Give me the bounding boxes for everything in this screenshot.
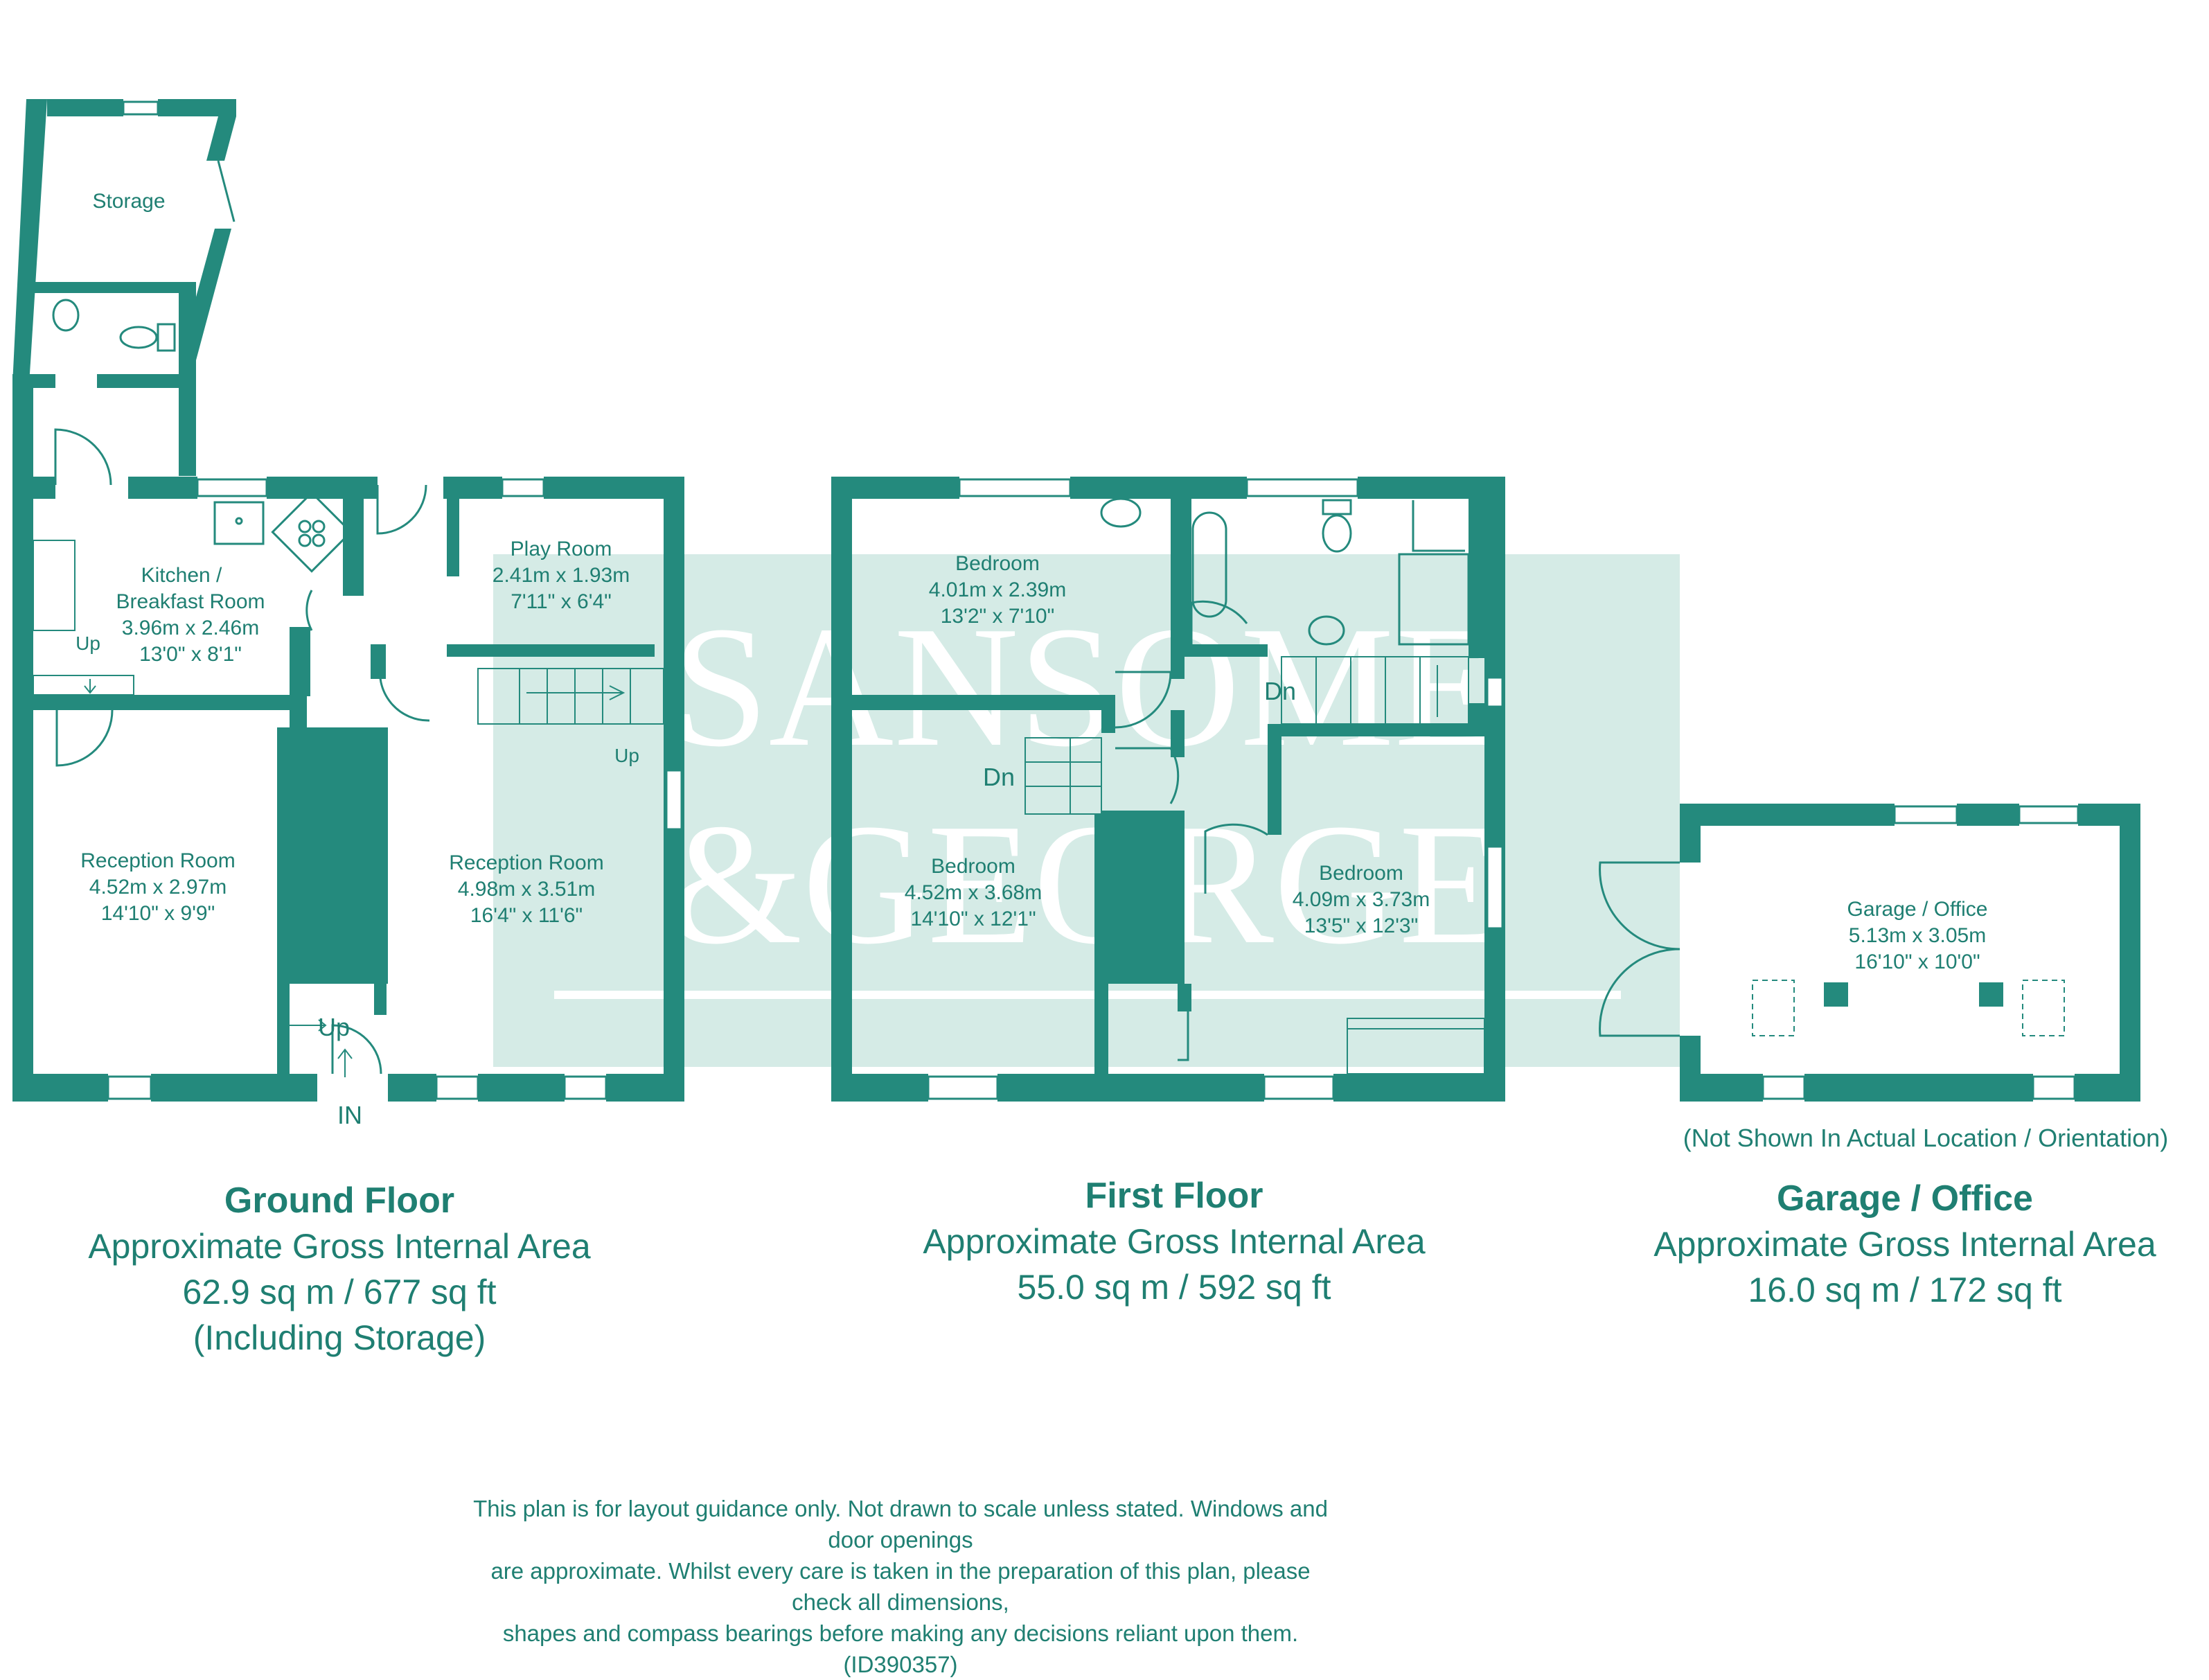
garage-caption: Garage / Office Approximate Gross Intern…	[1607, 1176, 2203, 1313]
disclaimer-line-2: are approximate. Whilst every care is ta…	[490, 1558, 1311, 1615]
storage-window	[122, 100, 159, 116]
kitchen-fixtures	[33, 491, 353, 696]
first-floor-area: 55.0 sq m / 592 sq ft	[1017, 1268, 1331, 1307]
garage-walls	[1680, 804, 2140, 1102]
bedroom-right-metric: 4.09m x 3.73m	[1293, 888, 1430, 911]
play-room-label: Play Room	[511, 538, 612, 560]
first-floor-stairs	[1024, 656, 1469, 815]
garage-metric: 5.13m x 3.05m	[1849, 924, 1986, 947]
kitchen-label-line-1: Kitchen /	[141, 564, 222, 587]
kitchen-metric: 3.96m x 2.46m	[122, 617, 259, 639]
watermark-line-1: SANSOME	[673, 591, 1500, 783]
bedroom-left-label: Bedroom	[931, 855, 1015, 878]
garage-label: Garage / Office	[1847, 898, 1988, 921]
ground-floor-subtitle: Approximate Gross Internal Area	[88, 1227, 591, 1266]
garage-location-note: (Not Shown In Actual Location / Orientat…	[1683, 1124, 2169, 1152]
first-floor-windows	[927, 478, 1504, 1100]
disclaimer: This plan is for layout guidance only. N…	[471, 1493, 1330, 1680]
first-floor-title: First Floor	[1085, 1176, 1263, 1216]
ground-floor-plan	[12, 99, 684, 1102]
reception-left-label: Reception Room	[80, 849, 235, 872]
up-marker-hall: Up	[318, 1013, 350, 1041]
storage-door[interactable]	[217, 160, 236, 222]
garage-plan	[1599, 804, 2140, 1102]
garage-fixtures	[1752, 980, 2065, 1036]
ground-floor-stairs	[84, 668, 664, 1032]
bedroom-top-metric: 4.01m x 2.39m	[929, 578, 1066, 601]
ground-floor-walls	[12, 374, 684, 1102]
ground-floor-doors[interactable]	[54, 428, 430, 1075]
play-room-imperial: 7'11" x 6'4"	[511, 590, 612, 613]
bedroom-right-label: Bedroom	[1319, 862, 1403, 885]
floor-plan: SANSOME &GEORGE	[12, 99, 2140, 1129]
basin-icon	[1308, 615, 1345, 646]
disclaimer-line-1: This plan is for layout guidance only. N…	[473, 1496, 1328, 1553]
ground-floor-windows	[107, 478, 683, 1100]
reception-left-imperial: 14'10" x 9'9"	[101, 902, 215, 925]
kitchen-label-line-2: Breakfast Room	[116, 590, 265, 613]
kitchen-imperial: 13'0" x 8'1"	[139, 643, 242, 666]
disclaimer-line-3: shapes and compass bearings before makin…	[502, 1620, 1299, 1677]
down-marker-landing: Dn	[1264, 677, 1296, 705]
bedroom-top-label: Bedroom	[955, 552, 1040, 575]
basin-icon	[52, 299, 80, 332]
room-labels: Storage Kitchen / Breakfast Room 3.96m x…	[76, 190, 1987, 1129]
bedroom-left-metric: 4.52m x 3.68m	[905, 881, 1042, 904]
reception-right-imperial: 16'4" x 11'6"	[470, 904, 583, 927]
bedroom-left-imperial: 14'10" x 12'1"	[910, 908, 1036, 930]
toilet-icon	[1322, 514, 1352, 553]
watermark-line-2: &GEORGE	[668, 788, 1505, 980]
play-room-metric: 2.41m x 1.93m	[493, 564, 630, 587]
garage-windows	[1762, 805, 2079, 1100]
first-floor-doors[interactable]	[1115, 600, 1485, 1075]
bathroom-fixtures	[1100, 497, 1470, 646]
storage-label: Storage	[92, 190, 165, 213]
ground-floor-area: 62.9 sq m / 677 sq ft	[182, 1273, 497, 1311]
reception-right-metric: 4.98m x 3.51m	[458, 878, 595, 901]
basin-icon	[1100, 497, 1142, 528]
reception-left-metric: 4.52m x 2.97m	[89, 876, 227, 899]
reception-right-label: Reception Room	[449, 851, 603, 874]
ground-floor-title: Ground Floor	[224, 1181, 455, 1221]
bath-icon	[1191, 511, 1227, 618]
garage-subtitle: Approximate Gross Internal Area	[1653, 1225, 2156, 1264]
garage-doors[interactable]	[1599, 861, 1680, 1037]
bedroom-top-imperial: 13'2" x 7'10"	[941, 605, 1055, 628]
shower-icon	[1398, 553, 1470, 646]
toilet-icon	[119, 323, 176, 352]
first-floor-caption: First Floor Approximate Gross Internal A…	[862, 1173, 1486, 1310]
first-floor-plan	[831, 477, 1505, 1102]
ground-floor-extra: (Including Storage)	[193, 1318, 486, 1357]
ground-floor-caption: Ground Floor Approximate Gross Internal …	[28, 1178, 651, 1361]
storage-annex-walls	[12, 99, 236, 476]
garage-imperial: 16'10" x 10'0"	[1854, 950, 1980, 973]
down-marker-bedroom: Dn	[983, 763, 1015, 791]
garage-area: 16.0 sq m / 172 sq ft	[1748, 1271, 2062, 1309]
up-marker-stairs: Up	[614, 745, 639, 766]
first-floor-walls	[831, 477, 1505, 1102]
up-marker-kitchen: Up	[76, 633, 100, 654]
garage-title: Garage / Office	[1777, 1178, 2033, 1219]
bedroom-right-imperial: 13'5" x 12'3"	[1304, 914, 1419, 937]
entrance-arrow-icon	[337, 1048, 353, 1077]
entrance-marker: IN	[337, 1101, 362, 1129]
first-floor-subtitle: Approximate Gross Internal Area	[923, 1222, 1426, 1261]
